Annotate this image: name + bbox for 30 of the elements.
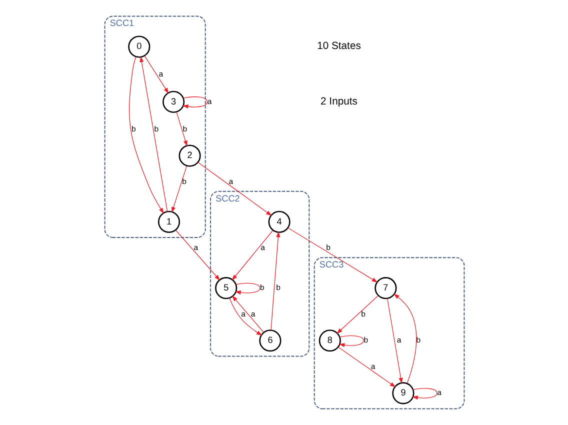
label: 10 States <box>316 41 360 52</box>
node-circle: 4 <box>268 210 290 233</box>
arrow <box>174 230 220 281</box>
node-circle: 1 <box>157 210 180 233</box>
arrow <box>338 335 364 348</box>
arrow <box>287 228 378 283</box>
arrow <box>270 231 280 330</box>
node-circle: 7 <box>374 277 396 300</box>
label: 2 Inputs <box>320 96 357 108</box>
arrow <box>336 295 378 334</box>
node-circle: 6 <box>258 330 281 352</box>
arrow <box>338 346 396 388</box>
node-circle: 3 <box>162 90 184 113</box>
arrow <box>144 55 168 94</box>
node-circle: 5 <box>214 277 237 300</box>
arrow <box>171 166 187 213</box>
arrow <box>231 230 273 280</box>
arrow <box>182 96 208 109</box>
node-circle: 8 <box>318 330 340 352</box>
node-circle: 0 <box>128 36 150 58</box>
arrow <box>128 56 164 214</box>
arrow <box>386 298 402 384</box>
arrow <box>197 162 272 216</box>
node-circle: 2 <box>178 144 200 167</box>
arrow <box>139 56 168 212</box>
arrow <box>176 112 187 147</box>
arrow <box>393 294 416 384</box>
arrow <box>234 282 260 295</box>
arrow <box>412 388 437 400</box>
node-circle: 9 <box>392 382 414 404</box>
